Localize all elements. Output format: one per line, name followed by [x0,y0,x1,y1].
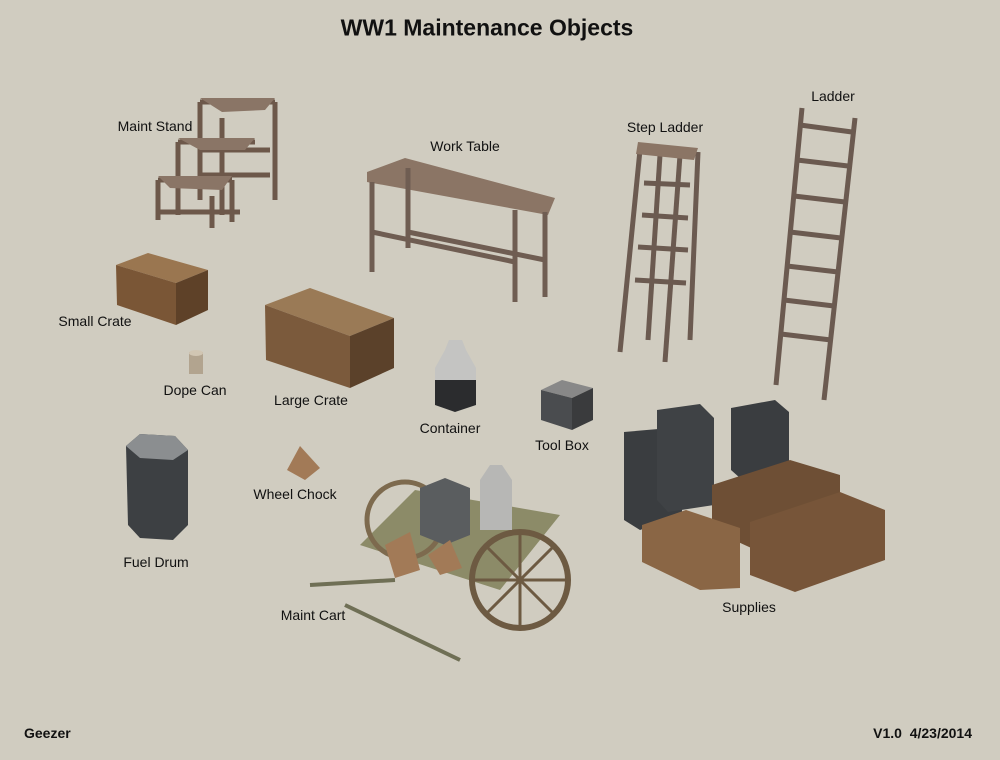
label-dope-can: Dope Can [163,382,227,398]
label-small-crate: Small Crate [58,313,132,329]
page-title: WW1 Maintenance Objects [340,14,634,41]
work-table-model [367,158,555,302]
label-maint-stand: Maint Stand [117,118,193,134]
fuel-drum-model [126,434,188,540]
wheel-chock-model [287,446,320,480]
label-container: Container [419,420,481,436]
label-tool-box: Tool Box [535,437,589,453]
small-crate-model [116,253,208,325]
label-ladder: Ladder [811,88,855,104]
label-fuel-drum: Fuel Drum [123,554,189,570]
version-date: V1.0 4/23/2014 [873,725,972,741]
label-wheel-chock: Wheel Chock [253,486,337,502]
label-maint-cart: Maint Cart [280,607,346,623]
label-supplies: Supplies [722,599,776,615]
ladder-model [773,107,858,401]
tool-box-model [541,380,593,430]
label-step-ladder: Step Ladder [626,119,704,135]
maint-cart-model [309,465,571,662]
maint-stand-model [155,98,278,228]
supplies-model [624,400,885,592]
step-ladder-model [617,142,701,363]
author-credit: Geezer [24,725,71,741]
container-model [435,340,476,412]
large-crate-model [265,288,394,388]
label-work-table: Work Table [430,138,500,154]
label-large-crate: Large Crate [274,392,348,408]
dope-can-model [189,350,203,374]
